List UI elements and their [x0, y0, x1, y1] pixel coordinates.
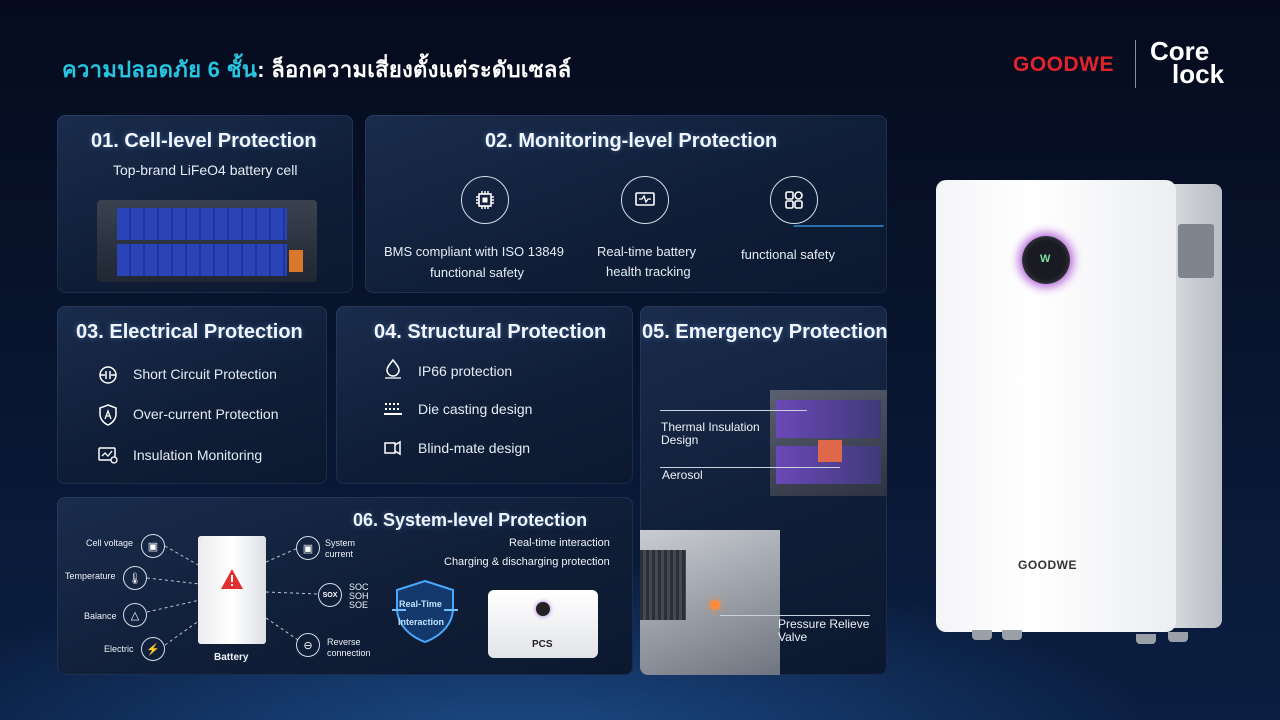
monitoring-item-1-line2: functional safety [430, 265, 524, 280]
soh-label: SOH [349, 591, 369, 601]
warning-icon [221, 569, 243, 589]
system-sub-2: Charging & discharging protection [444, 556, 610, 568]
electrical-title: 03. Electrical Protection [76, 321, 303, 343]
goodwe-logo: GOODWE [1013, 53, 1114, 76]
plug-icon [382, 437, 404, 459]
system-level-title: 06. System-level Protection [353, 510, 588, 530]
monitor-icon [621, 176, 669, 224]
realtime-shield-icon [392, 579, 458, 644]
insulation-monitor-icon [97, 444, 119, 466]
valve-label-line1: Pressure Relieve [778, 617, 870, 631]
battery-label: Battery [214, 652, 249, 663]
pcs-device-image [488, 590, 598, 658]
battery-foot [1136, 634, 1156, 644]
structural-panel: 04. Structural Protection IP66 protectio… [336, 306, 633, 484]
shield-icon [97, 404, 119, 426]
electrical-item-1: Short Circuit Protection [133, 366, 277, 382]
connector-lines [146, 545, 319, 646]
monitoring-item-2-line2: health tracking [606, 264, 691, 279]
electrical-panel: 03. Electrical Protection Short Circuit … [57, 306, 327, 484]
product-battery-image: W GOODWE [936, 180, 1222, 644]
reverse-connection-icon: ⊖ [296, 633, 320, 657]
electrical-item-3: Insulation Monitoring [133, 447, 263, 463]
structural-item-3: Blind-mate design [418, 440, 531, 456]
monitoring-level-title: 02. Monitoring-level Protection [485, 130, 778, 152]
battery-side [1172, 184, 1222, 628]
battery-module-image [770, 390, 887, 496]
battery-logo: GOODWE [1018, 558, 1077, 572]
thermal-leader-line [660, 410, 807, 411]
logo-divider [1135, 40, 1136, 88]
battery-cell-image [97, 200, 317, 282]
soe-label: SOE [349, 600, 369, 610]
cell-voltage-icon: ▣ [141, 534, 165, 558]
monitoring-level-panel: 02. Monitoring-level Protection BMS comp… [365, 115, 887, 293]
balance-icon: △ [123, 603, 147, 627]
page-title-rest: : ล็อกความเสี่ยงตั้งแต่ระดับเซลล์ [257, 57, 572, 82]
thermal-label-line1: Thermal Insulation [661, 420, 760, 434]
electric-label: Electric [104, 644, 134, 654]
electrical-item-2: Over-current Protection [133, 406, 279, 422]
system-sub-1: Real-time interaction [509, 537, 610, 549]
battery-display: W [1022, 236, 1070, 284]
sox-icon: SOX [318, 583, 342, 607]
cell-level-title: 01. Cell-level Protection [91, 130, 317, 152]
balance-label: Balance [84, 611, 117, 621]
realtime-label-2: Interaction [398, 617, 445, 627]
battery-foot [972, 630, 992, 640]
reverse-label-1: Reverse [327, 637, 361, 647]
emergency-title: 05. Emergency Protection [642, 321, 887, 343]
valve-leader-line [720, 615, 870, 616]
structural-item-1: IP66 protection [418, 363, 513, 379]
system-current-icon: ▣ [296, 536, 320, 560]
battery-display-glyph: W [1040, 253, 1051, 265]
apps-icon [770, 176, 818, 224]
system-current-label-2: current [325, 549, 354, 559]
sox-icon-text: SOX [322, 591, 338, 599]
soc-label: SOC [349, 582, 369, 592]
thermal-label-line2: Design [661, 433, 699, 447]
reverse-label-2: connection [327, 648, 371, 658]
cell-level-panel: 01. Cell-level Protection Top-brand LiFe… [57, 115, 353, 293]
structural-title: 04. Structural Protection [374, 321, 607, 343]
monitoring-item-3-line1: functional safety [741, 247, 835, 262]
corelock-logo-line2: lock [1172, 59, 1225, 89]
pcs-label: PCS [532, 639, 553, 650]
pcs-cabinet-image [640, 530, 780, 675]
structural-item-2: Die casting design [418, 401, 533, 417]
system-current-label-1: System [325, 538, 356, 548]
water-drop-icon [382, 358, 404, 380]
cell-voltage-label: Cell voltage [86, 538, 134, 548]
circuit-decoration [775, 225, 885, 257]
chip-icon [461, 176, 509, 224]
emergency-panel: 05. Emergency Protection Thermal Insulat… [640, 306, 887, 675]
lightning-icon: ⚡ [141, 637, 165, 661]
thermometer-icon: 🌡 [123, 566, 147, 590]
aerosol-label: Aerosol [662, 468, 703, 482]
temperature-label: Temperature [65, 571, 116, 581]
monitoring-item-1-line1: BMS compliant with ISO 13849 [384, 244, 564, 259]
page-title-highlight: ความปลอดภัย 6 ชั้น [62, 57, 258, 82]
battery-diagram-image [198, 536, 266, 644]
valve-label-line2: Valve [778, 630, 808, 644]
aerosol-leader-line [660, 467, 840, 468]
corelock-logo: Core lock [1150, 36, 1225, 89]
battery-foot [1168, 632, 1188, 642]
short-circuit-icon [97, 364, 119, 386]
cell-level-subtitle: Top-brand LiFeO4 battery cell [113, 162, 298, 178]
realtime-label-1: Real-Time [399, 599, 442, 609]
die-casting-icon [382, 398, 404, 420]
page-title: ความปลอดภัย 6 ชั้น: ล็อกความเสี่ยงตั้งแต… [62, 52, 571, 87]
battery-foot [1002, 630, 1022, 640]
monitoring-item-2-line1: Real-time battery [597, 244, 696, 259]
corelock-logo-line1: Core [1150, 36, 1210, 66]
